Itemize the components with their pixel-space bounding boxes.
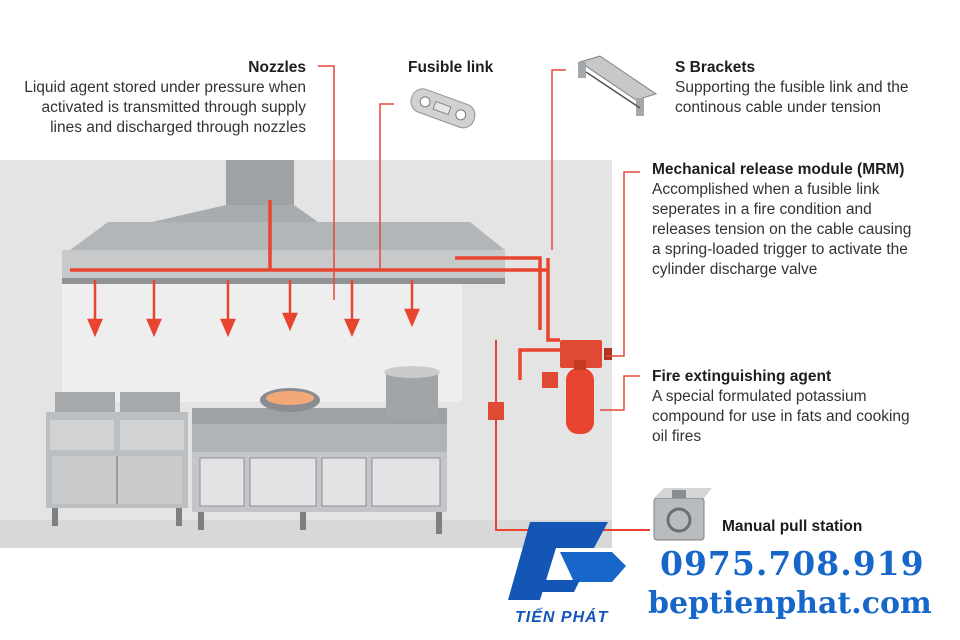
s-brackets-label: S Brackets Supporting the fusible link a… xyxy=(675,58,945,118)
fryer-unit xyxy=(46,392,188,526)
fire-agent-desc-line: oil fires xyxy=(652,428,702,445)
mrm-label: Mechanical release module (MRM) Accompli… xyxy=(652,160,952,280)
nozzles-desc-line: activated is transmitted through supply xyxy=(41,99,307,116)
pull-station-icon xyxy=(653,488,712,541)
pull-station-label: Manual pull station xyxy=(722,517,922,537)
mrm-small-box xyxy=(542,372,558,388)
fire-agent-title: Fire extinguishing agent xyxy=(652,368,832,385)
mrm-desc-line: cylinder discharge valve xyxy=(652,261,818,278)
mrm-desc-line: Accomplished when a fusible link xyxy=(652,181,880,198)
hood-collar xyxy=(152,205,318,222)
range-unit xyxy=(192,366,447,534)
pull-station-title: Manual pull station xyxy=(722,518,863,535)
mrm-desc-line: releases tension on the cable causing xyxy=(652,221,912,238)
s-bracket-icon xyxy=(578,55,658,116)
nozzles-desc-line: lines and discharged through nozzles xyxy=(50,119,306,136)
fire-agent-label: Fire extinguishing agent A special formu… xyxy=(652,367,952,447)
fusible-link-label: Fusible link xyxy=(408,58,528,78)
brand-name: TIẾN PHÁT xyxy=(515,609,609,626)
s-brackets-desc-line: continous cable under tension xyxy=(675,99,881,116)
fusible-link-title: Fusible link xyxy=(408,59,494,76)
pull-station-small-box xyxy=(488,402,504,420)
nozzles-title: Nozzles xyxy=(248,59,306,76)
hood-canopy-top xyxy=(70,222,505,250)
brand-phone[interactable]: 0975.708.919 xyxy=(660,544,925,583)
nozzles-desc-line: Liquid agent stored under pressure when xyxy=(24,79,306,96)
mrm-box xyxy=(560,340,602,368)
hood-canopy-front xyxy=(62,250,505,280)
supply-pipe xyxy=(70,200,560,380)
nozzle-discharge-arrows xyxy=(87,280,420,338)
leader-lines xyxy=(318,65,640,411)
s-brackets-desc-line: Supporting the fusible link and the xyxy=(675,79,909,96)
fire-agent-desc-line: compound for use in fats and cooking xyxy=(652,408,910,425)
mrm-desc-line: a spring-loaded trigger to activate the xyxy=(652,241,908,258)
s-brackets-title: S Brackets xyxy=(675,59,756,76)
brand-website[interactable]: beptienphat.com xyxy=(648,586,932,621)
fire-agent-desc-line: A special formulated potassium xyxy=(652,388,867,405)
fusible-link-icon xyxy=(410,88,476,129)
brand-logo-mark xyxy=(508,522,626,600)
mrm-title: Mechanical release module (MRM) xyxy=(652,161,905,178)
mrm-desc-line: seperates in a fire condition and xyxy=(652,201,872,218)
nozzles-label: Nozzles Liquid agent stored under pressu… xyxy=(10,58,306,138)
hood-lip xyxy=(62,278,505,284)
agent-cylinder xyxy=(566,368,594,434)
